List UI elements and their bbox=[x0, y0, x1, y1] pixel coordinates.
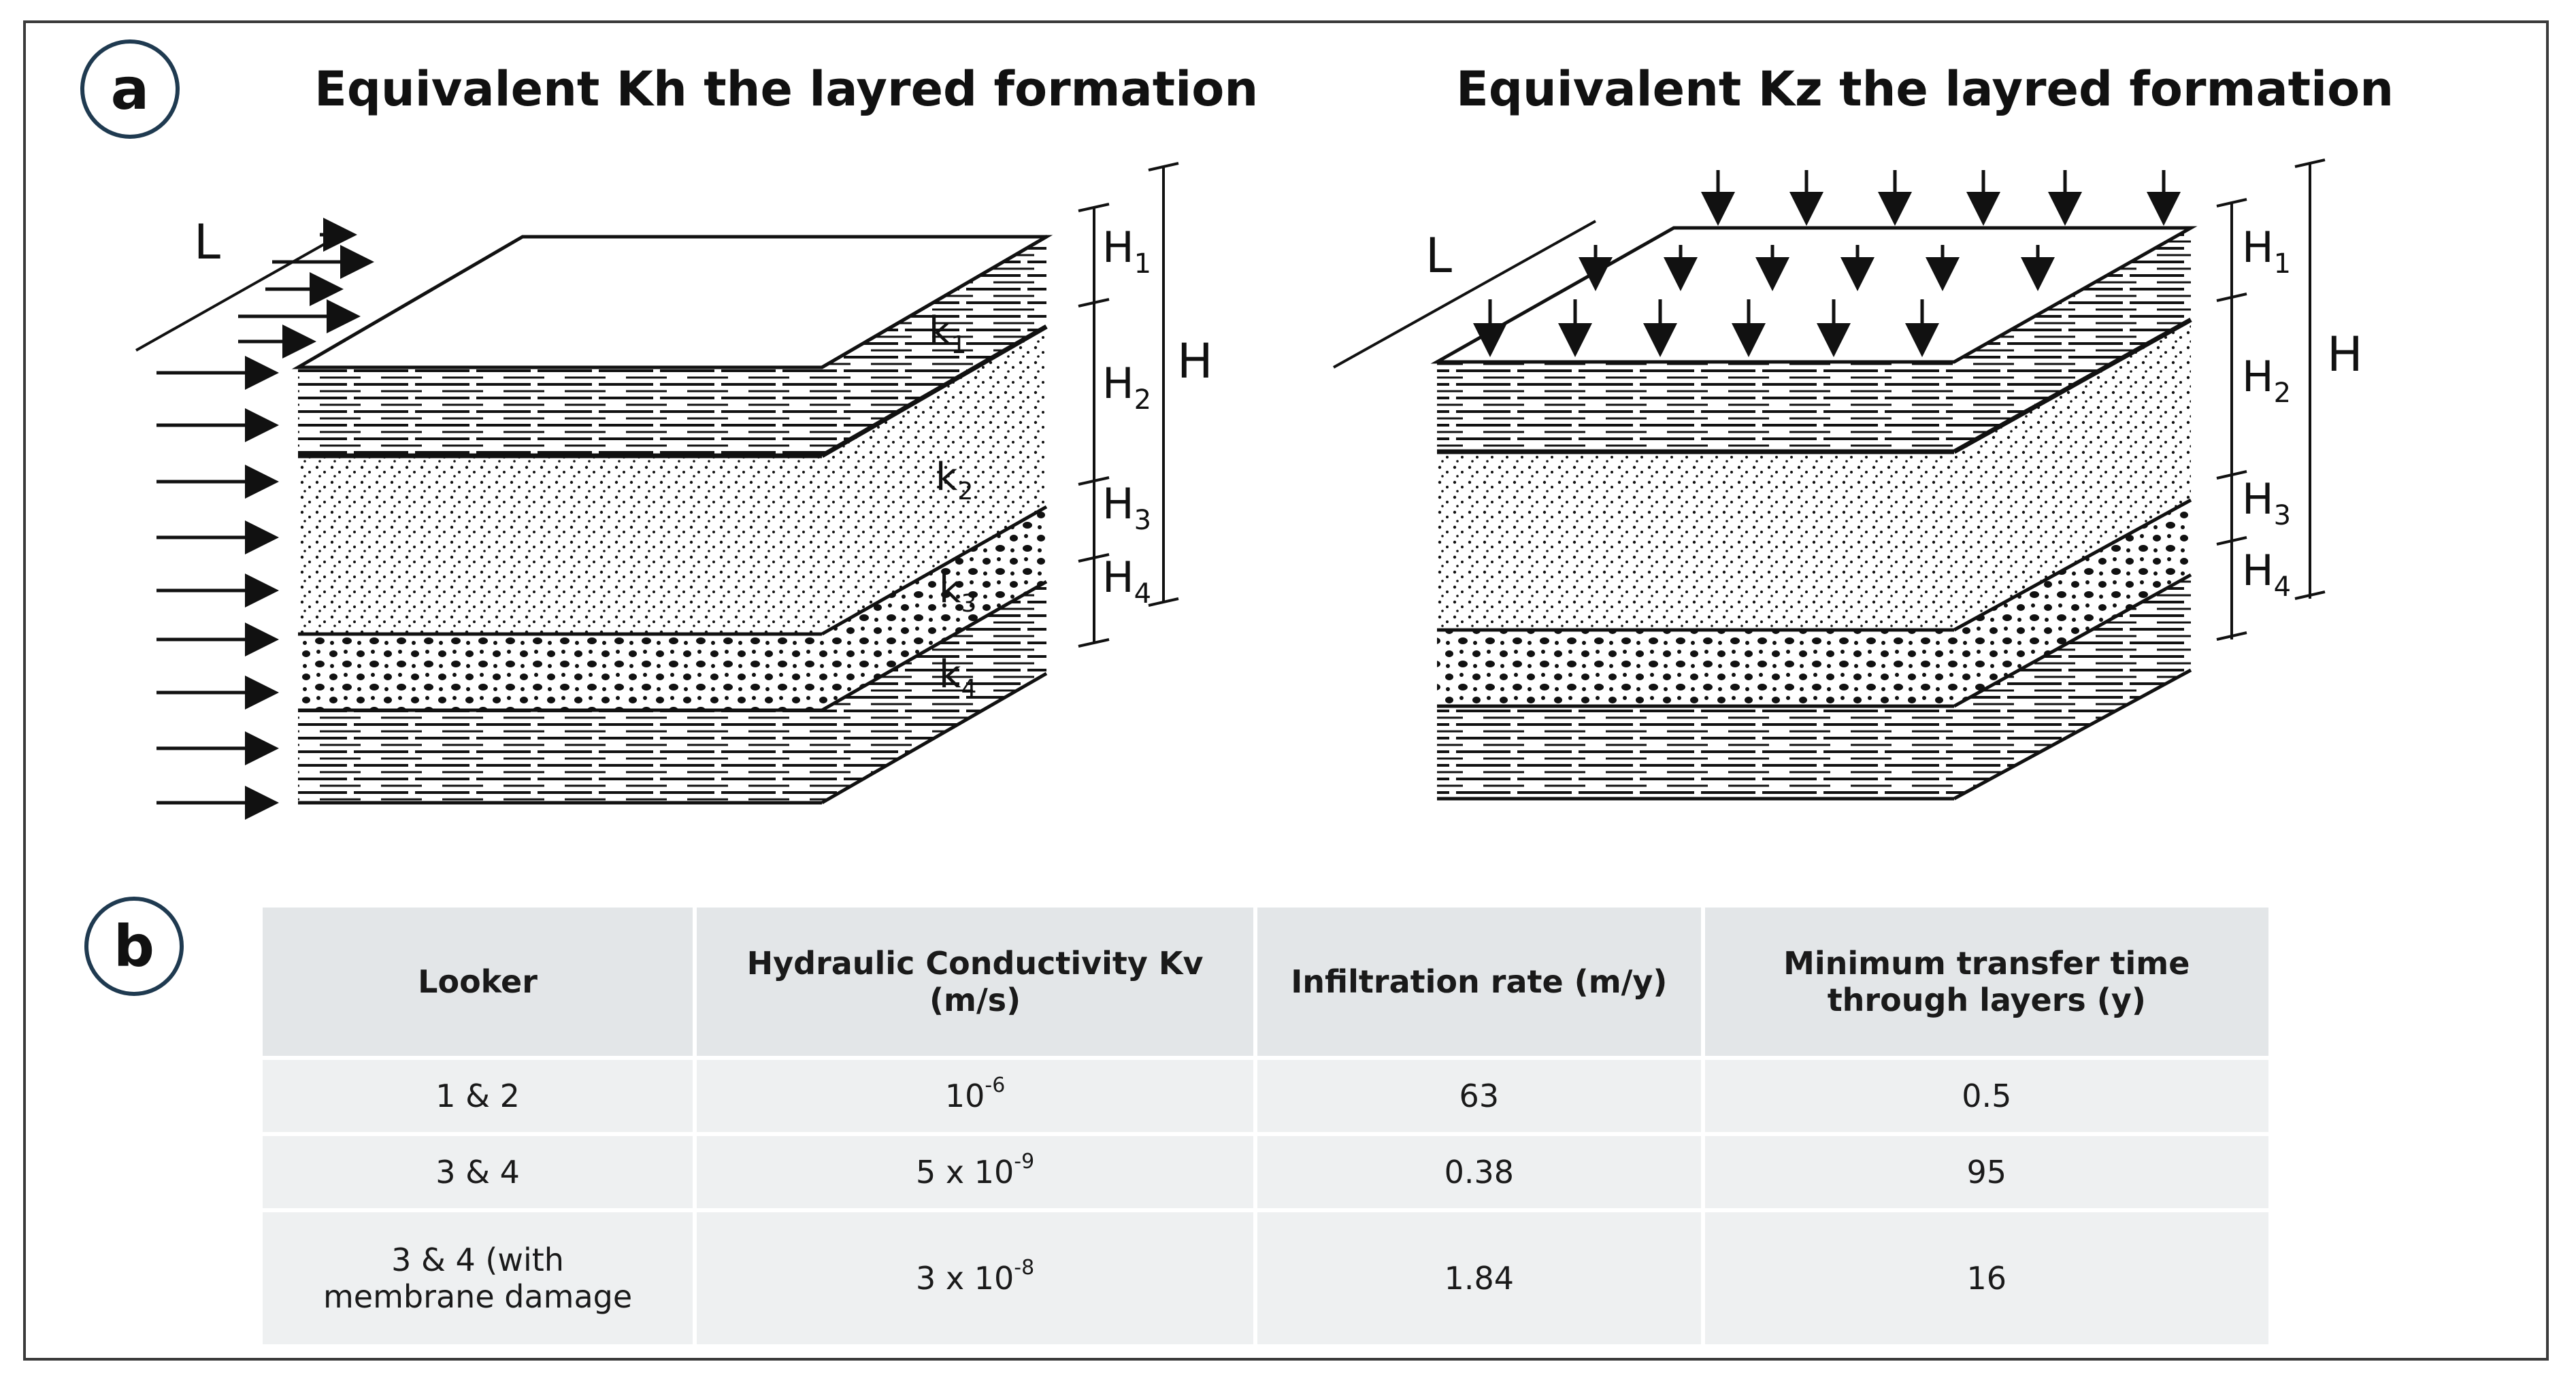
kh-side-face bbox=[821, 235, 1048, 805]
table-row: 3 & 4 (with membrane damage 3 x 10-8 1.8… bbox=[263, 1212, 2268, 1344]
cell-infiltration: 0.38 bbox=[1257, 1136, 1701, 1208]
kh-diagram-title: Equivalent Kh the layred formation bbox=[314, 61, 1259, 117]
header-looker: Looker bbox=[263, 908, 693, 1056]
cell-looker: 3 & 4 bbox=[263, 1136, 693, 1208]
kh-k1-label: k1 bbox=[929, 309, 966, 359]
kh-total-height-label: H bbox=[1177, 333, 1213, 389]
kh-h1-label: H1 bbox=[1102, 222, 1151, 280]
header-infiltration-rate: Infiltration rate (m/y) bbox=[1257, 908, 1701, 1056]
kz-front-face bbox=[1437, 362, 1954, 801]
cell-transfer-time: 16 bbox=[1704, 1212, 2268, 1344]
panel-a-badge: a bbox=[80, 39, 180, 139]
kh-length-label: L bbox=[194, 214, 220, 270]
table-row: 1 & 2 10-6 63 0.5 bbox=[263, 1060, 2268, 1132]
cell-transfer-time: 95 bbox=[1704, 1136, 2268, 1208]
kz-diagram-title: Equivalent Kz the layred formation bbox=[1456, 61, 2394, 117]
kh-front-face bbox=[298, 367, 822, 805]
kh-length-dimension bbox=[135, 230, 348, 352]
kh-top-flow-arrows bbox=[238, 218, 374, 359]
kh-h3-label: H3 bbox=[1102, 479, 1151, 536]
cell-infiltration: 1.84 bbox=[1257, 1212, 1701, 1344]
cell-kv: 10-6 bbox=[697, 1060, 1254, 1132]
header-hydraulic-conductivity: Hydraulic Conductivity Kv (m/s) bbox=[697, 908, 1254, 1056]
kz-h1-label: H1 bbox=[2242, 222, 2291, 280]
cell-transfer-time: 0.5 bbox=[1704, 1060, 2268, 1132]
kz-vertical-flow-arrows bbox=[1473, 170, 2181, 357]
kz-total-height-label: H bbox=[2327, 327, 2363, 382]
cell-infiltration: 63 bbox=[1257, 1060, 1701, 1132]
kh-h2-label: H2 bbox=[1102, 359, 1151, 416]
kh-horizontal-flow-arrows bbox=[156, 356, 279, 820]
kz-h3-label: H3 bbox=[2242, 474, 2291, 531]
panel-b-badge: b bbox=[84, 897, 184, 996]
kh-h4-label: H4 bbox=[1102, 552, 1151, 610]
kz-length-dimension bbox=[1333, 220, 1596, 369]
table-header-row: Looker Hydraulic Conductivity Kv (m/s) I… bbox=[263, 908, 2268, 1056]
kz-length-label: L bbox=[1425, 228, 1452, 284]
kh-k4-label: k4 bbox=[939, 652, 976, 703]
kz-h4-label: H4 bbox=[2242, 546, 2291, 603]
kh-k2-label: k2 bbox=[936, 455, 973, 505]
cell-kv: 3 x 10-8 bbox=[697, 1212, 1254, 1344]
conductivity-table: Looker Hydraulic Conductivity Kv (m/s) I… bbox=[259, 903, 2273, 1348]
cell-looker: 3 & 4 (with membrane damage bbox=[263, 1212, 693, 1344]
kz-side-face bbox=[1953, 228, 2192, 801]
kz-h2-label: H2 bbox=[2242, 352, 2291, 409]
kh-layered-block-diagram: L k1 k2 k3 k4 H1 H2 H3 H4 H bbox=[135, 159, 2363, 820]
figure-frame bbox=[23, 20, 2549, 1361]
header-transfer-time: Minimum transfer time through layers (y) bbox=[1704, 908, 2268, 1056]
cell-kv: 5 x 10-9 bbox=[697, 1136, 1254, 1208]
table-row: 3 & 4 5 x 10-9 0.38 95 bbox=[263, 1136, 2268, 1208]
cell-looker: 1 & 2 bbox=[263, 1060, 693, 1132]
kh-k3-label: k3 bbox=[939, 567, 976, 618]
kh-height-dimensions bbox=[1078, 162, 1179, 648]
kz-height-dimensions bbox=[2216, 159, 2326, 641]
